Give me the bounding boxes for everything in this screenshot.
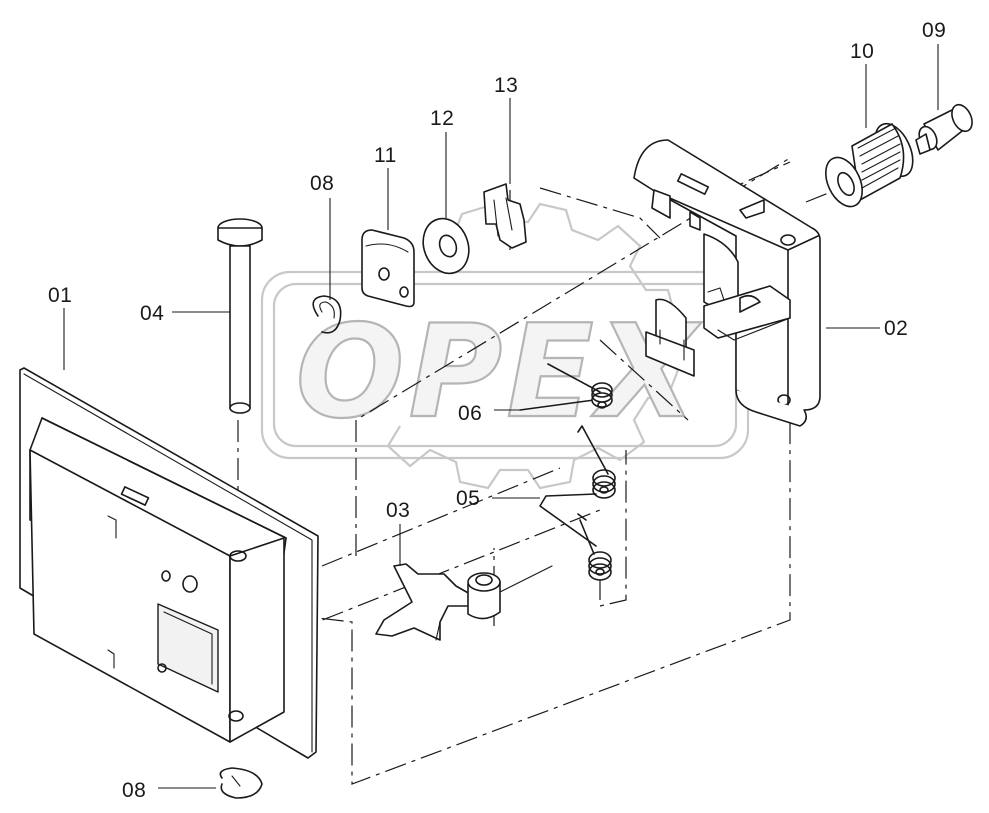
- part-03-latch: [375, 563, 553, 641]
- label-09: 09: [922, 19, 946, 42]
- label-01: 01: [48, 284, 72, 307]
- label-08-top: 08: [310, 172, 334, 195]
- part-02-bracket: [633, 139, 821, 427]
- watermark-text: OPEX: [296, 298, 702, 447]
- part-04-pin: [217, 218, 263, 414]
- part-12-washer: [422, 217, 470, 275]
- part-06-spring: [519, 363, 613, 411]
- part-13-clip: [483, 183, 527, 249]
- part-08-rings: [219, 295, 342, 799]
- label-13: 13: [494, 74, 518, 97]
- watermark: OPEX: [260, 202, 750, 490]
- part-labels: 01 02 03 04 05 06 08 08 09 10 11 12 13: [48, 19, 946, 802]
- label-02: 02: [884, 317, 908, 340]
- label-10: 10: [850, 40, 874, 63]
- label-12: 12: [430, 107, 454, 130]
- label-04: 04: [140, 302, 164, 325]
- part-10-bushing: [825, 122, 914, 208]
- label-08-bottom: 08: [122, 779, 146, 802]
- part-05-spring: [539, 425, 616, 581]
- label-11: 11: [374, 144, 397, 167]
- label-03: 03: [386, 499, 410, 522]
- part-09-plunger: [915, 103, 973, 155]
- leader-lines: [63, 44, 939, 789]
- label-06: 06: [458, 402, 482, 425]
- part-01-cover: [19, 367, 319, 759]
- part-11-plate: [361, 229, 415, 308]
- label-05: 05: [456, 487, 480, 510]
